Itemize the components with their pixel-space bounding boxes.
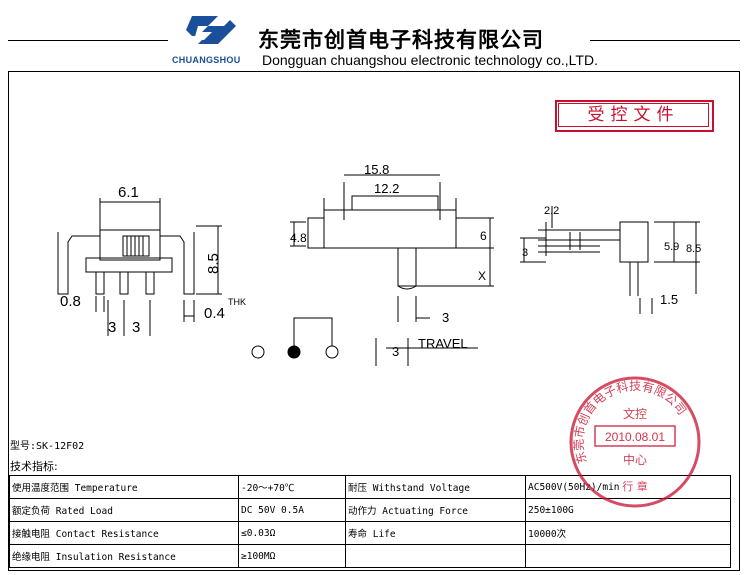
dim-overall-length: 15.8 [364,162,389,177]
spec-cell: 绝缘电阻 Insulation Resistance [9,544,239,568]
dim-right-outer: 8.5 [686,243,701,255]
spec-cell: 寿命 Life [345,521,526,545]
spec-cell: 使用温度范围 Temperature [9,475,239,499]
drawing-frame [8,71,740,571]
spec-cell: -20～+70℃ [238,475,346,499]
company-seal: 东莞市创首电子科技有限公司 文控 2010.08.01 中心 行 章 [569,376,701,508]
header-rule-right [590,40,740,41]
spec-cell: 10000次 [525,521,731,545]
dim-front-height: 8.5 [205,253,222,274]
company-name-chinese: 东莞市创首电子科技有限公司 [258,28,544,52]
spec-cell [525,544,731,568]
front-view [57,198,222,336]
table-row: 接触电阻 Contact Resistance ≤0.03Ω 寿命 Life 1… [9,521,731,545]
table-row: 绝缘电阻 Insulation Resistance ≥100MΩ [9,544,731,568]
spec-cell: 耐压 Withstand Voltage [345,475,526,499]
company-logo [186,16,236,44]
dim-pin-width: 0.8 [60,293,81,310]
dim-side-height-left: 4.8 [290,231,307,245]
dim-right-inner: 5.9 [664,241,679,253]
dim-thickness: 0.4 [204,305,225,322]
seal-center-top: 文控 [623,406,647,421]
dim-travel-label: TRAVEL [418,336,468,351]
dim-pin-pitch-2: 3 [132,319,140,336]
dim-right-top: 2.2 [544,205,559,217]
spec-heading: 技术指标: [10,460,58,473]
dim-travel-value: 3 [392,344,399,359]
dim-right-bottom: 1.5 [660,292,678,307]
company-name-english: Dongguan chuangshou electronic technolog… [262,52,598,68]
seal-date: 2010.08.01 [605,430,665,444]
spec-cell: 额定负荷 Rated Load [9,498,239,522]
dim-actuator-length: 12.2 [374,181,399,196]
header-rule-left [8,40,168,41]
dim-lever: X [478,269,486,283]
dim-thk-label: THK [228,297,246,307]
dim-side-height-right: 6 [480,229,487,243]
seal-bottom-text: 行 章 [622,479,648,493]
spec-cell: ≤0.03Ω [238,521,346,545]
dim-right-left: 3 [522,247,528,259]
side-view [290,174,494,346]
spec-cell: 动作力 Actuating Force [345,498,526,522]
spec-cell: AC500V(50Hz)/min [525,475,731,499]
controlled-document-stamp [555,100,714,132]
spec-cell: DC 50V 0.5A [238,498,346,522]
dim-front-width: 6.1 [118,184,139,201]
model-number: 型号:SK-12F02 [10,441,85,452]
spec-table: 使用温度范围 Temperature -20～+70℃ 耐压 Withstand… [9,475,731,568]
spec-cell: ≥100MΩ [238,544,346,568]
seal-center-bottom: 中心 [623,452,647,467]
dim-lever-offset: 3 [442,310,449,325]
dim-pin-pitch-1: 3 [108,319,116,336]
spec-cell: 接触电阻 Contact Resistance [9,521,239,545]
spec-cell [345,544,526,568]
brand-name: CHUANGSHOU [172,55,241,65]
controlled-document-label: 受控文件 [558,103,709,127]
right-view [520,206,700,314]
